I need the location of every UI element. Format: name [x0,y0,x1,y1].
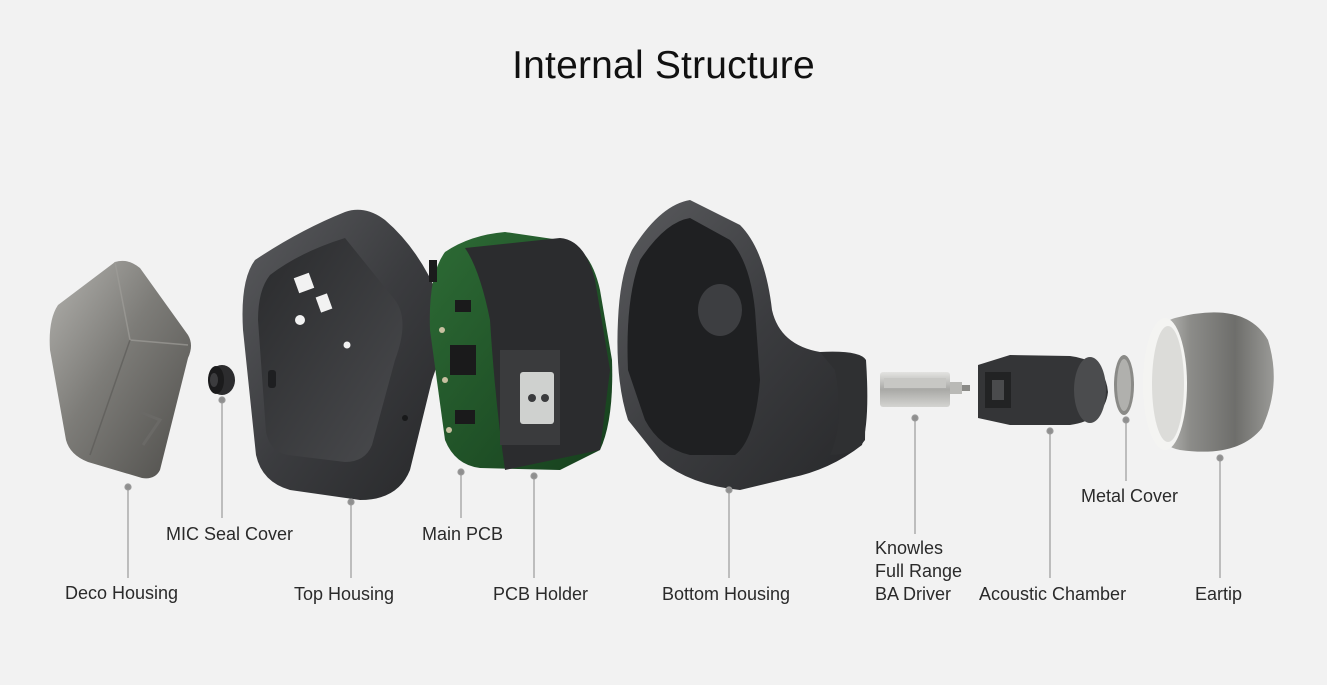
deco-housing-part [49,260,191,479]
label-acoustic-chamber: Acoustic Chamber [979,584,1127,604]
acoustic-chamber-part [978,355,1108,425]
label-deco-housing: Deco Housing [65,583,179,603]
label-bottom-housing: Bottom Housing [662,584,791,604]
ba-driver-part [880,372,970,407]
eartip-part [1143,312,1274,452]
main-pcb-part [429,232,613,470]
label-metal-cover: Metal Cover [1081,486,1179,506]
label-ba-driver: Knowles Full Range BA Driver [875,538,963,604]
bottom-housing-part [617,200,868,490]
label-pcb-holder: PCB Holder [493,584,589,604]
page-title: Internal Structure [512,44,815,87]
mic-seal-cover-part [208,365,235,395]
label-top-housing: Top Housing [294,584,395,604]
metal-cover-part [1114,355,1134,415]
label-eartip: Eartip [1195,584,1243,604]
label-mic-seal-cover: MIC Seal Cover [166,524,294,544]
top-housing-part [242,209,444,501]
leader-lines [124,396,1224,578]
label-main-pcb: Main PCB [422,524,504,544]
